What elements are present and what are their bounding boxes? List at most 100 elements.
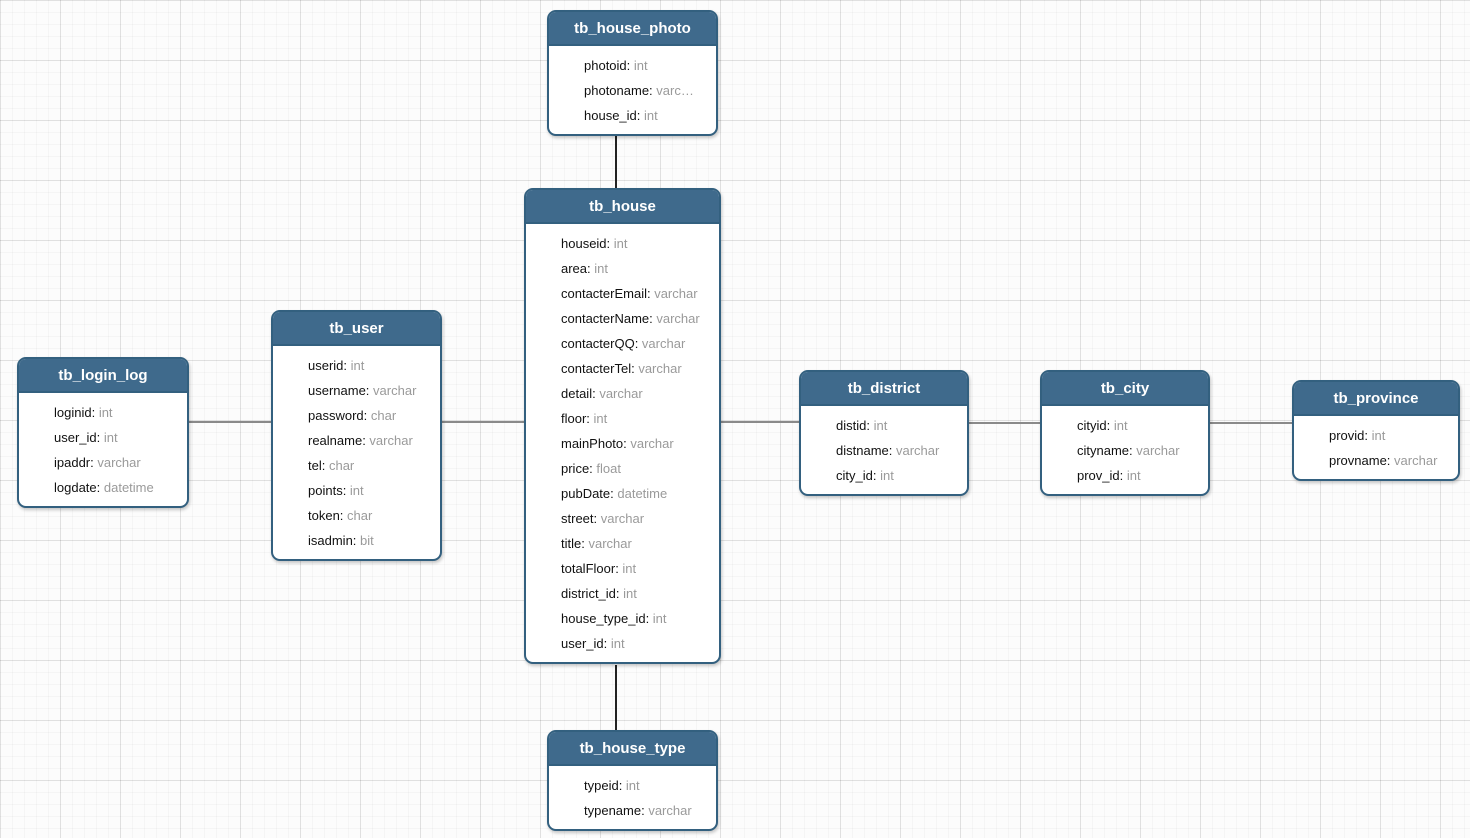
table-field-row-title[interactable]: title: varchar	[561, 531, 711, 556]
table-field-row-token[interactable]: token: char	[308, 503, 432, 528]
table-field-row-distname[interactable]: distname: varchar	[836, 438, 959, 463]
table-field-row-contacterEmail[interactable]: contacterEmail: varchar	[561, 281, 711, 306]
field-name: distid:	[836, 418, 874, 433]
field-type: varc…	[656, 83, 694, 98]
field-type: int	[610, 636, 625, 651]
table-field-row-tel[interactable]: tel: char	[308, 453, 432, 478]
field-type: varchar	[656, 311, 700, 326]
table-field-row-password[interactable]: password: char	[308, 403, 432, 428]
table-field-row-city_id[interactable]: city_id: int	[836, 463, 959, 488]
field-name: logdate:	[54, 480, 104, 495]
table-field-row-district_id[interactable]: district_id: int	[561, 581, 711, 606]
table-field-row-street[interactable]: street: varchar	[561, 506, 711, 531]
table-field-row-photoname[interactable]: photoname: varc…	[584, 78, 708, 103]
table-field-row-isadmin[interactable]: isadmin: bit	[308, 528, 432, 553]
field-name: isadmin:	[308, 533, 361, 548]
table-field-row-pubDate[interactable]: pubDate: datetime	[561, 481, 711, 506]
field-type: int	[1126, 468, 1141, 483]
relationship-line-tb_city-tb_province[interactable]	[1210, 422, 1292, 424]
table-field-row-userid[interactable]: userid: int	[308, 353, 432, 378]
field-type: int	[349, 483, 364, 498]
field-type: char	[347, 508, 373, 523]
field-type: int	[652, 611, 667, 626]
field-name: points:	[308, 483, 350, 498]
field-type: int	[873, 418, 888, 433]
relationship-line-tb_house-tb_house_type[interactable]	[615, 665, 617, 730]
table-title[interactable]: tb_province	[1294, 382, 1458, 416]
field-type: varchar	[638, 361, 682, 376]
field-type: int	[594, 261, 608, 276]
relationship-line-tb_login_log-tb_user[interactable]	[189, 421, 271, 423]
table-field-row-house_id[interactable]: house_id: int	[584, 103, 708, 128]
table-title[interactable]: tb_house_photo	[549, 12, 716, 46]
relationship-line-tb_house_photo-tb_house[interactable]	[615, 133, 617, 188]
table-field-row-typeid[interactable]: typeid: int	[584, 773, 708, 798]
table-field-row-area[interactable]: area: int	[561, 256, 711, 281]
table-field-row-contacterName[interactable]: contacterName: varchar	[561, 306, 711, 331]
table-field-row-user_id[interactable]: user_id: int	[54, 425, 179, 450]
relationship-line-tb_district-tb_city[interactable]	[969, 422, 1040, 424]
field-name: pubDate:	[561, 486, 618, 501]
table-title[interactable]: tb_house_type	[549, 732, 716, 766]
field-name: password:	[308, 408, 371, 423]
field-type: varchar	[1394, 453, 1438, 468]
field-name: street:	[561, 511, 601, 526]
table-field-row-user_id[interactable]: user_id: int	[561, 631, 711, 656]
table-field-row-mainPhoto[interactable]: mainPhoto: varchar	[561, 431, 711, 456]
field-type: varchar	[97, 455, 141, 470]
field-name: contacterTel:	[561, 361, 639, 376]
field-type: int	[98, 405, 113, 420]
field-type: int	[1371, 428, 1386, 443]
table-field-row-price[interactable]: price: float	[561, 456, 711, 481]
field-name: typeid:	[584, 778, 626, 793]
table-field-row-cityname[interactable]: cityname: varchar	[1077, 438, 1200, 463]
table-field-row-distid[interactable]: distid: int	[836, 413, 959, 438]
table-field-row-detail[interactable]: detail: varchar	[561, 381, 711, 406]
table-field-row-points[interactable]: points: int	[308, 478, 432, 503]
field-name: user_id:	[561, 636, 611, 651]
table-field-row-loginid[interactable]: loginid: int	[54, 400, 179, 425]
relationship-line-tb_house-tb_district[interactable]	[721, 421, 799, 423]
table-title[interactable]: tb_user	[273, 312, 440, 346]
table-field-row-ipaddr[interactable]: ipaddr: varchar	[54, 450, 179, 475]
table-field-row-photoid[interactable]: photoid: int	[584, 53, 708, 78]
table-title[interactable]: tb_login_log	[19, 359, 187, 393]
table-title[interactable]: tb_district	[801, 372, 967, 406]
relationship-line-tb_user-tb_house[interactable]	[442, 421, 524, 423]
field-name: ipaddr:	[54, 455, 98, 470]
table-field-row-typename[interactable]: typename: varchar	[584, 798, 708, 823]
table-field-row-totalFloor[interactable]: totalFloor: int	[561, 556, 711, 581]
table-field-row-logdate[interactable]: logdate: datetime	[54, 475, 179, 500]
table-field-row-contacterQQ[interactable]: contacterQQ: varchar	[561, 331, 711, 356]
table-field-row-houseid[interactable]: houseid: int	[561, 231, 711, 256]
table-title[interactable]: tb_house	[526, 190, 719, 224]
table-field-row-house_type_id[interactable]: house_type_id: int	[561, 606, 711, 631]
field-name: houseid:	[561, 236, 614, 251]
table-title[interactable]: tb_city	[1042, 372, 1208, 406]
table-field-row-provname[interactable]: provname: varchar	[1329, 448, 1450, 473]
table-field-row-cityid[interactable]: cityid: int	[1077, 413, 1200, 438]
field-type: int	[622, 561, 637, 576]
field-type: char	[328, 458, 355, 473]
table-field-row-username[interactable]: username: varchar	[308, 378, 432, 403]
field-name: tel:	[308, 458, 329, 473]
table-field-row-contacterTel[interactable]: contacterTel: varchar	[561, 356, 711, 381]
field-type: int	[613, 236, 628, 251]
table-field-row-realname[interactable]: realname: varchar	[308, 428, 432, 453]
field-name: photoid:	[584, 58, 634, 73]
table-field-row-provid[interactable]: provid: int	[1329, 423, 1450, 448]
table-field-row-floor[interactable]: floor: int	[561, 406, 711, 431]
table-field-row-prov_id[interactable]: prov_id: int	[1077, 463, 1200, 488]
